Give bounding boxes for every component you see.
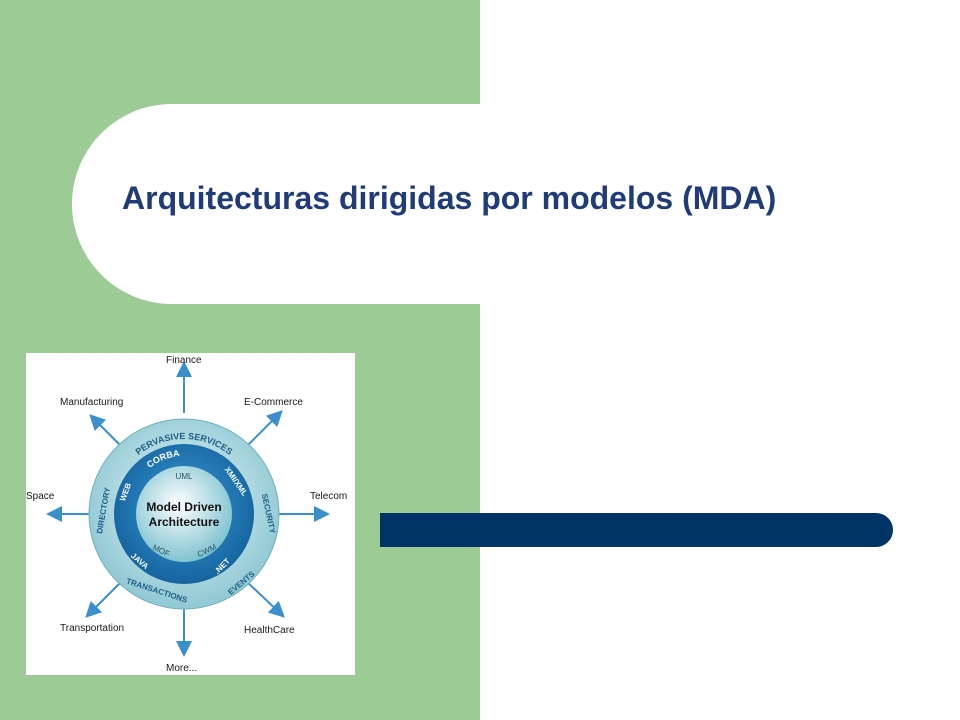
- inner-label-uml: UML: [176, 472, 193, 481]
- inner-core: [136, 466, 232, 562]
- arrow-manufacturing: [89, 414, 123, 448]
- domain-healthcare: HealthCare: [244, 625, 295, 636]
- arrow-transportation: [85, 580, 123, 618]
- domain-space: Space: [26, 491, 55, 502]
- arrow-ecommerce: [245, 410, 283, 448]
- domain-manufacturing: Manufacturing: [60, 397, 123, 408]
- domain-more: More...: [166, 663, 197, 674]
- domain-transportation: Transportation: [60, 623, 124, 634]
- arrow-healthcare: [245, 580, 285, 618]
- center-line-2: Architecture: [149, 515, 220, 529]
- accent-bar: [380, 513, 893, 547]
- arrows: [46, 361, 330, 657]
- center-line-1: Model Driven: [146, 500, 221, 514]
- mda-diagram: PERVASIVE SERVICES SECURITY EVENTS TRANS…: [26, 355, 347, 674]
- slide-title: Arquitecturas dirigidas por modelos (MDA…: [122, 180, 777, 216]
- domain-ecommerce: E-Commerce: [244, 397, 303, 408]
- domain-telecom: Telecom: [310, 491, 347, 502]
- domain-finance: Finance: [166, 355, 202, 366]
- mda-diagram-image: PERVASIVE SERVICES SECURITY EVENTS TRANS…: [26, 353, 355, 675]
- title-banner: [72, 104, 960, 304]
